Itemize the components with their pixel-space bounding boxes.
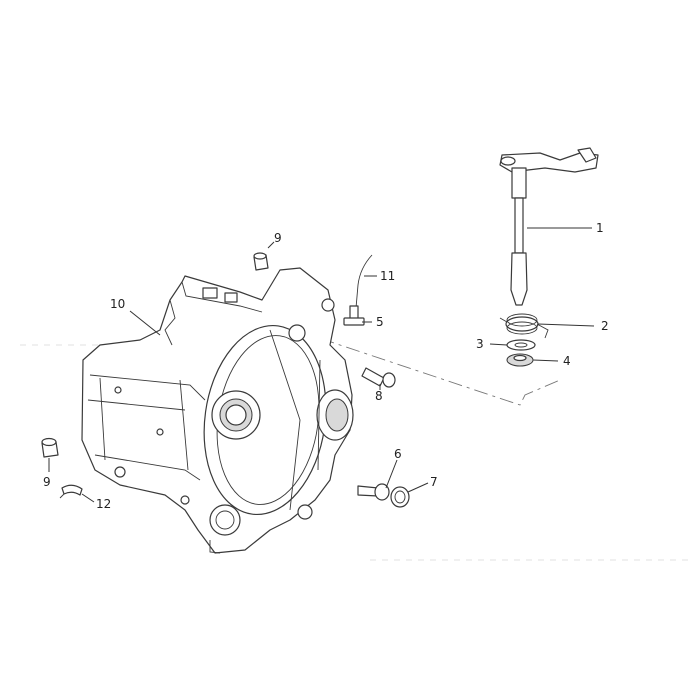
crankcase-half[interactable] xyxy=(81,267,354,554)
crankcase-rib xyxy=(317,359,321,471)
crankcase-rib xyxy=(269,329,301,511)
callout-9-top: 9 xyxy=(274,231,282,245)
callout-9-bottom: 9 xyxy=(43,475,51,489)
shift-rod[interactable] xyxy=(499,147,599,306)
lower-bore xyxy=(209,504,241,536)
leader-line-10 xyxy=(129,310,161,336)
crankcase-foot xyxy=(209,540,221,554)
shaft-seat xyxy=(288,324,306,342)
bolt-long[interactable] xyxy=(357,483,390,501)
seal-hole xyxy=(513,354,527,362)
bolt-hole xyxy=(114,386,122,394)
bearing-bore-hole xyxy=(225,404,247,426)
mounting-boss xyxy=(202,287,218,299)
dowel-pin-bottom[interactable] xyxy=(41,437,59,458)
callout-4: 4 xyxy=(563,354,571,368)
spring-leg xyxy=(499,317,508,323)
oil-seal[interactable] xyxy=(506,353,534,367)
spring-leg xyxy=(536,323,549,339)
callout-3: 3 xyxy=(476,337,484,351)
dowel-pin-top[interactable] xyxy=(253,252,269,271)
crankcase-face-line xyxy=(94,454,201,481)
callout-8: 8 xyxy=(375,389,383,403)
callout-6: 6 xyxy=(394,447,402,461)
crankcase-face-line xyxy=(89,374,206,401)
sealing-washer[interactable] xyxy=(390,486,410,508)
crankcase-face-line xyxy=(99,377,106,461)
leader-line-6 xyxy=(385,459,398,489)
dowel-top xyxy=(41,437,57,447)
assembly-axis-line xyxy=(294,329,561,406)
rod-collar xyxy=(511,167,527,199)
torsion-spring[interactable] xyxy=(499,313,549,339)
washer-outer xyxy=(506,339,536,351)
spring-coil xyxy=(506,321,538,335)
breather-tube[interactable] xyxy=(355,254,373,309)
bolt-shank xyxy=(361,367,385,387)
rod-lever-hole xyxy=(500,156,516,166)
crankcase-edge xyxy=(164,299,176,346)
clip-tab xyxy=(59,493,65,499)
mounting-boss xyxy=(224,292,238,303)
clip-band xyxy=(61,484,83,496)
washer-hole xyxy=(514,342,528,348)
callout-2: 2 xyxy=(601,319,609,333)
crankcase-top-ridge xyxy=(181,281,263,313)
leader-line-2 xyxy=(537,323,595,327)
leader-line-4 xyxy=(532,359,559,362)
leader-line-12 xyxy=(81,493,95,503)
crankcase-face-line xyxy=(87,399,186,411)
callout-1: 1 xyxy=(596,221,604,235)
sealing-washer-outer xyxy=(390,486,410,508)
crankcase-face-line xyxy=(179,379,189,471)
callout-7: 7 xyxy=(430,475,438,489)
locating-pin[interactable] xyxy=(343,305,365,326)
rod-lever-arm xyxy=(499,152,599,173)
bolt-hole xyxy=(114,466,126,478)
callout-11: 11 xyxy=(380,269,395,283)
spring-coil xyxy=(506,313,538,327)
upper-boss xyxy=(321,298,335,312)
lower-bore-inner xyxy=(215,510,235,530)
hose-clip[interactable] xyxy=(59,484,83,499)
bolt-head xyxy=(382,372,396,388)
bolt-hole xyxy=(180,495,190,505)
callout-10: 10 xyxy=(110,297,125,311)
lower-boss xyxy=(297,504,313,520)
flat-washer[interactable] xyxy=(506,339,536,351)
rod-end xyxy=(510,252,528,306)
right-bore-ring xyxy=(325,398,349,432)
dowel-top xyxy=(253,252,267,260)
callout-5: 5 xyxy=(376,315,384,329)
sealing-washer-hole xyxy=(394,490,406,504)
rod-lever-tab xyxy=(577,147,597,163)
bolt-short[interactable] xyxy=(361,367,396,388)
leader-line-9a xyxy=(267,241,275,249)
rod-shaft xyxy=(514,197,524,254)
leader-line-7 xyxy=(407,482,429,493)
callout-12: 12 xyxy=(96,497,111,511)
pin-head xyxy=(343,317,365,326)
bolt-hole xyxy=(156,428,164,436)
bolt-long-head xyxy=(374,483,390,501)
leader-line-3 xyxy=(489,343,508,346)
